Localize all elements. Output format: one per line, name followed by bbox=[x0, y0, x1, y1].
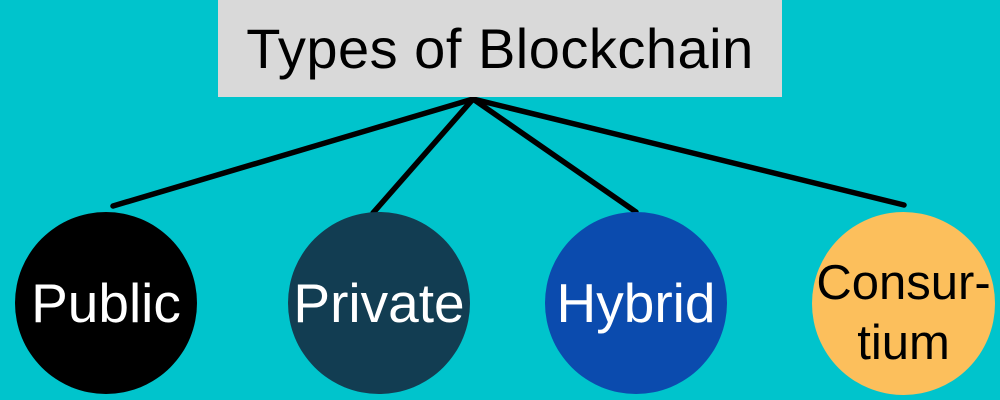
connector-title-to-private bbox=[370, 96, 476, 216]
diagram-title-box: Types of Blockchain bbox=[218, 0, 782, 97]
node-private: Private bbox=[288, 212, 470, 394]
connector-title-to-public bbox=[110, 96, 476, 209]
connector-title-to-hybrid bbox=[470, 96, 639, 215]
node-consortium-label-line1: Consur- bbox=[816, 255, 991, 310]
node-public-label: Public bbox=[31, 272, 181, 334]
node-hybrid: Hybrid bbox=[545, 212, 727, 394]
connector-title-to-consortium bbox=[470, 96, 907, 208]
node-consortium: Consur- tium bbox=[812, 212, 995, 395]
node-consortium-label-line2: tium bbox=[857, 315, 950, 370]
node-hybrid-label: Hybrid bbox=[556, 272, 716, 334]
diagram-title: Types of Blockchain bbox=[246, 17, 754, 80]
node-public: Public bbox=[15, 212, 197, 394]
node-private-label: Private bbox=[293, 272, 465, 334]
